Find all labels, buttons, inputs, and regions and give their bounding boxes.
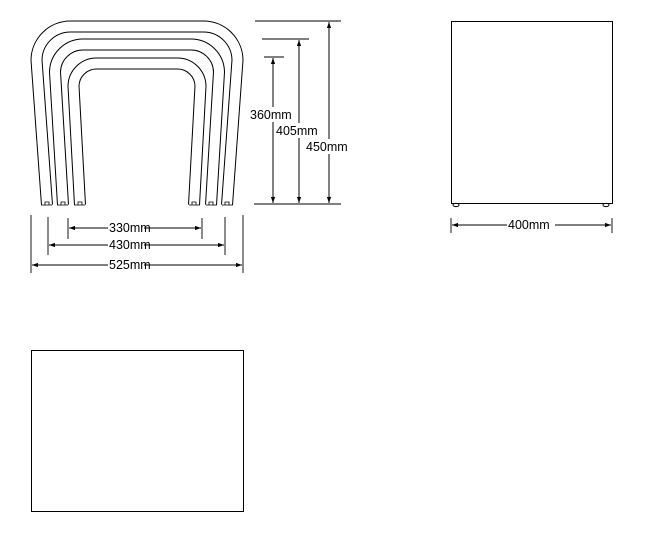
width-medium-label: 430mm <box>109 238 151 252</box>
table-large <box>30 20 244 206</box>
table-medium <box>48 38 226 206</box>
height-medium-label: 405mm <box>276 124 318 138</box>
table-small <box>67 57 207 206</box>
width-dimensions: 330mm 430mm 525mm <box>30 215 244 273</box>
height-small-label: 360mm <box>250 108 292 122</box>
height-dimensions: 360mm 405mm 450mm <box>249 20 348 205</box>
side-view: 400mm <box>450 21 613 233</box>
front-view <box>30 20 244 206</box>
top-view-outline <box>31 350 244 512</box>
width-large-label: 525mm <box>109 258 151 272</box>
side-view-outline <box>451 21 613 204</box>
depth-label: 400mm <box>508 218 550 232</box>
height-large-label: 450mm <box>306 140 348 154</box>
feet <box>42 201 232 206</box>
width-small-label: 330mm <box>109 221 151 235</box>
